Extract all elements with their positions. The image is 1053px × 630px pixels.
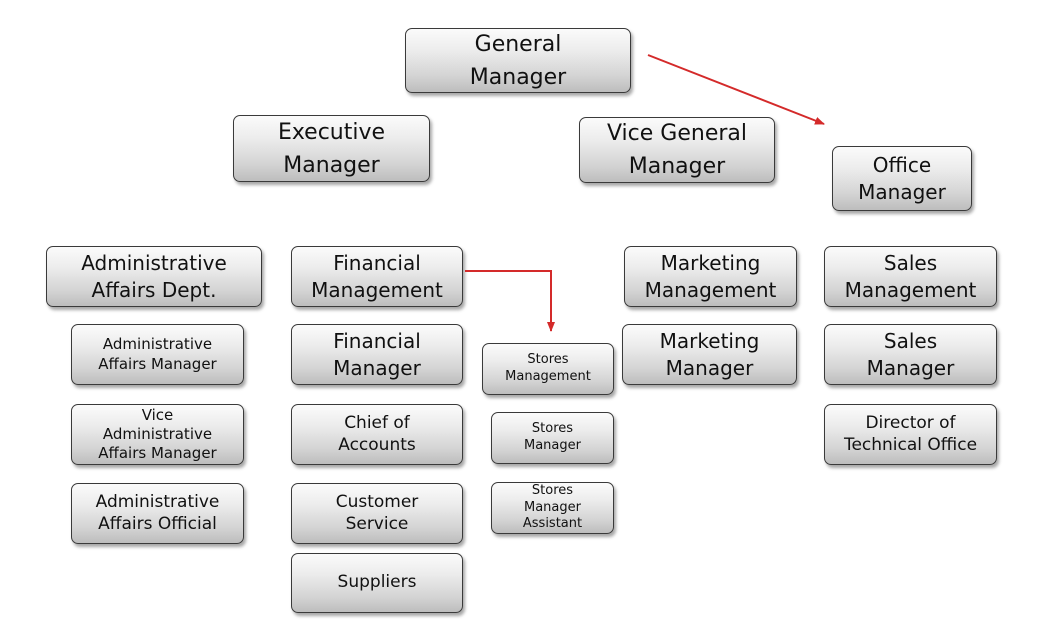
stores-manager-box[interactable]: Stores Manager	[491, 412, 614, 464]
sales-manager-box[interactable]: Sales Manager	[824, 324, 997, 385]
administrative-affairs-manager-box[interactable]: Administrative Affairs Manager	[71, 324, 244, 385]
customer-service-box[interactable]: Customer Service	[291, 483, 463, 544]
arrow-financial-to-stores-management	[465, 270, 555, 332]
financial-manager-box[interactable]: Financial Manager	[291, 324, 463, 385]
executive-manager-box[interactable]: Executive Manager	[233, 115, 430, 182]
administrative-affairs-dept-box[interactable]: Administrative Affairs Dept.	[46, 246, 262, 307]
arrow-general-to-office-manager	[647, 54, 825, 125]
vice-general-manager-box[interactable]: Vice General Manager	[579, 117, 775, 183]
marketing-manager-box[interactable]: Marketing Manager	[622, 324, 797, 385]
director-of-technical-office-box[interactable]: Director of Technical Office	[824, 404, 997, 465]
suppliers-box[interactable]: Suppliers	[291, 553, 463, 613]
general-manager-box[interactable]: General Manager	[405, 28, 631, 93]
chief-of-accounts-box[interactable]: Chief of Accounts	[291, 404, 463, 465]
stores-manager-assistant-box[interactable]: Stores Manager Assistant	[491, 482, 614, 534]
sales-management-box[interactable]: Sales Management	[824, 246, 997, 307]
vice-administrative-affairs-manager-box[interactable]: Vice Administrative Affairs Manager	[71, 404, 244, 465]
marketing-management-box[interactable]: Marketing Management	[624, 246, 797, 307]
office-manager-box[interactable]: Office Manager	[832, 146, 972, 211]
administrative-affairs-official-box[interactable]: Administrative Affairs Official	[71, 483, 244, 544]
financial-management-box[interactable]: Financial Management	[291, 246, 463, 307]
stores-management-box[interactable]: Stores Management	[482, 343, 614, 395]
